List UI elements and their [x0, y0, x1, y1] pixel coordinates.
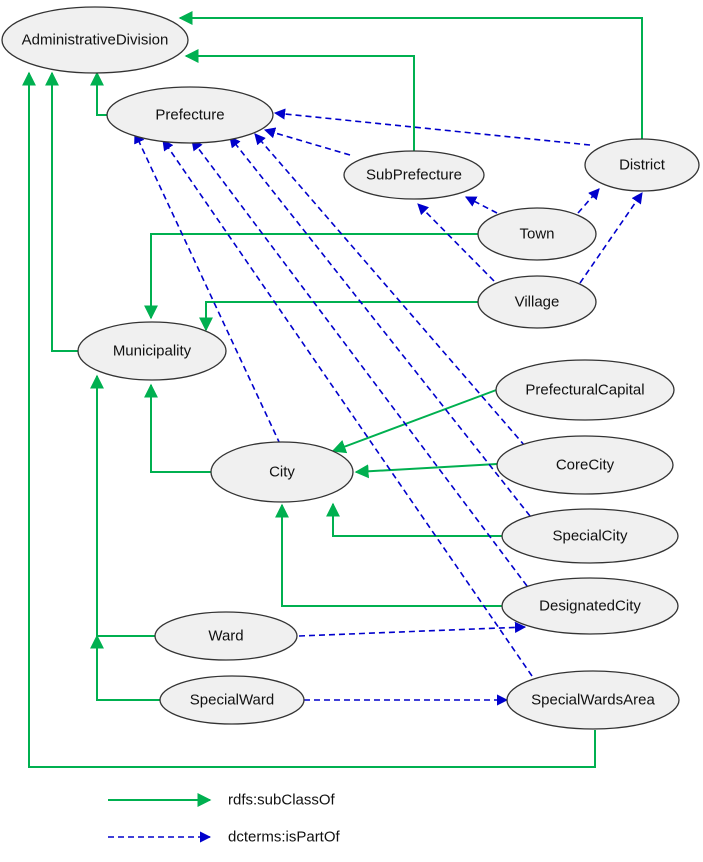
node-label: SpecialCity	[552, 528, 628, 545]
node-core-city[interactable]: CoreCity	[496, 435, 674, 495]
node-designated-city[interactable]: DesignatedCity	[501, 577, 679, 635]
node-district[interactable]: District	[584, 138, 700, 192]
edge-ward-designatedcity	[298, 621, 527, 637]
node-label: City	[269, 464, 295, 481]
node-label: Village	[515, 294, 560, 311]
edge-village-district	[579, 192, 643, 284]
edge-town-district	[577, 188, 600, 214]
subclassof-edges	[22, 11, 643, 768]
legend-ispartof-label: dcterms:isPartOf	[228, 829, 341, 846]
edge-village-subprefecture	[417, 203, 495, 282]
edge-specialwardsarea-admin	[22, 71, 596, 768]
legend: rdfs:subClassOf dcterms:isPartOf	[108, 792, 341, 846]
node-subprefecture[interactable]: SubPrefecture	[343, 150, 485, 200]
edge-city-municipality	[144, 383, 211, 473]
edge-city-prefecture	[134, 131, 281, 445]
edge-prefcapital-city	[331, 388, 500, 454]
node-label: PrefecturalCapital	[525, 382, 644, 399]
edge-specialwardsarea-prefecture	[162, 139, 533, 677]
nodes: AdministrativeDivision Prefecture SubPre…	[1, 6, 700, 730]
edge-town-municipality	[144, 233, 478, 320]
node-label: Ward	[208, 628, 243, 645]
node-prefectural-capital[interactable]: PrefecturalCapital	[495, 359, 675, 421]
edge-specialward-municipality	[90, 634, 160, 701]
node-special-ward[interactable]: SpecialWard	[159, 675, 305, 725]
node-village[interactable]: Village	[477, 275, 597, 329]
node-label: SubPrefecture	[366, 167, 462, 184]
edge-ward-municipality	[90, 374, 155, 637]
edge-municipality-admin	[45, 71, 78, 352]
edge-subprefecture-admin	[184, 49, 415, 152]
node-city[interactable]: City	[210, 441, 354, 503]
node-label: SpecialWardsArea	[531, 692, 655, 709]
node-label: Prefecture	[155, 107, 224, 124]
node-municipality[interactable]: Municipality	[77, 321, 227, 381]
node-ward[interactable]: Ward	[154, 611, 298, 661]
edge-designatedcity-city	[275, 503, 502, 607]
node-label: Municipality	[113, 343, 192, 360]
edge-district-prefecture	[273, 108, 591, 146]
edge-village-municipality	[199, 301, 478, 332]
node-special-wards-area[interactable]: SpecialWardsArea	[506, 670, 680, 730]
edge-subprefecture-prefecture	[263, 127, 351, 156]
node-label: AdministrativeDivision	[22, 32, 169, 49]
node-label: DesignatedCity	[539, 598, 641, 615]
node-label: District	[619, 157, 666, 174]
node-administrative-division[interactable]: AdministrativeDivision	[1, 6, 189, 74]
edge-corecity-city	[354, 463, 498, 479]
edge-designatedcity-prefecture	[191, 139, 528, 587]
node-town[interactable]: Town	[477, 207, 597, 261]
node-label: Town	[519, 226, 554, 243]
node-label: CoreCity	[556, 457, 615, 474]
node-label: SpecialWard	[190, 692, 274, 709]
edge-specialcity-prefecture	[229, 136, 531, 517]
node-special-city[interactable]: SpecialCity	[501, 508, 679, 564]
edge-corecity-prefecture	[254, 133, 526, 447]
edge-district-admin	[178, 11, 643, 140]
node-prefecture[interactable]: Prefecture	[106, 86, 274, 144]
edge-prefecture-admin	[90, 71, 107, 116]
ispartof-edges	[134, 108, 643, 706]
edge-town-subprefecture	[465, 196, 498, 214]
legend-subclassof-label: rdfs:subClassOf	[228, 792, 336, 809]
edge-specialcity-city	[326, 502, 502, 537]
